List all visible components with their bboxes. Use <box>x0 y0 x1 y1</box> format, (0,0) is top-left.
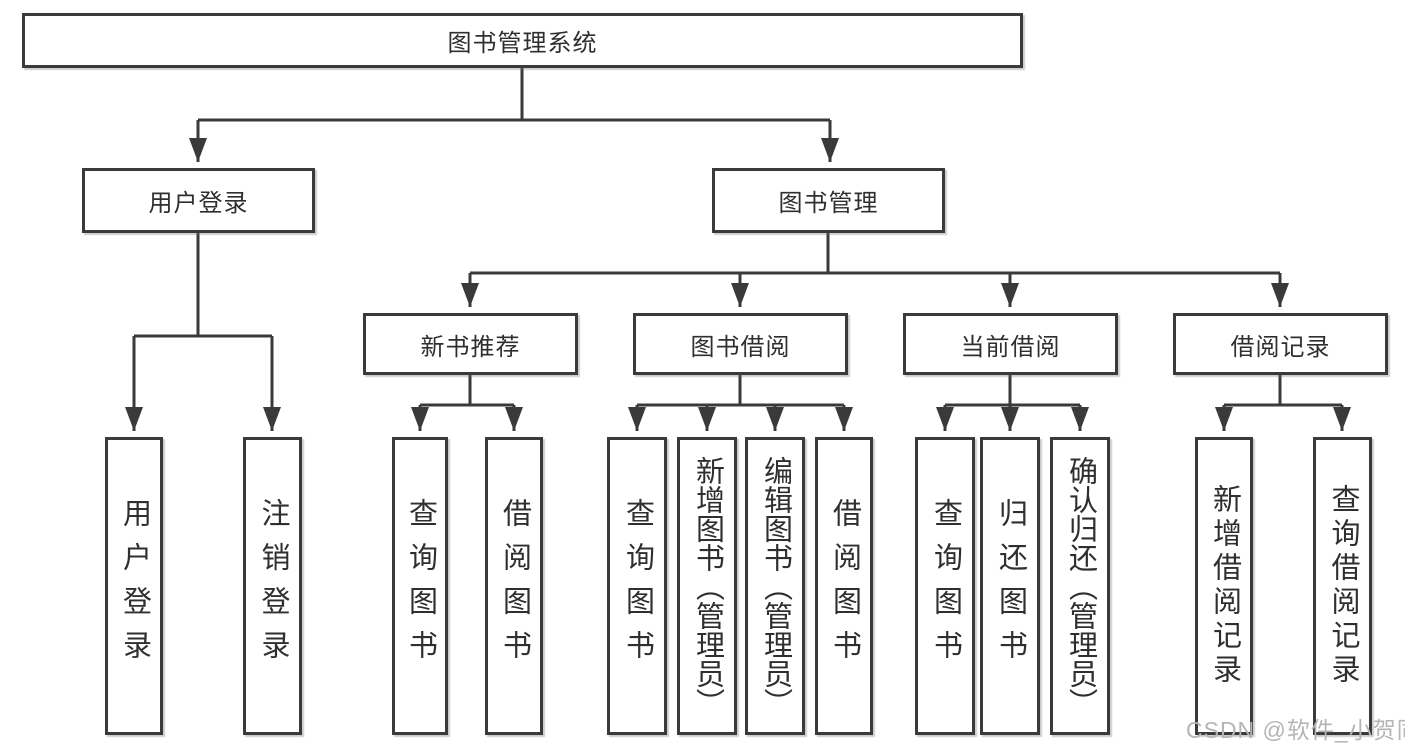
node-label: 借阅图书 <box>828 498 861 674</box>
node-library-system: 图书管理系统 <box>22 13 1023 68</box>
node-label: 新增借阅记录 <box>1208 484 1241 688</box>
node-book-borrow: 图书借阅 <box>633 313 848 375</box>
node-leaf-query-book-1: 查询图书 <box>392 437 448 735</box>
node-label: 新增图书（管理员） <box>691 455 724 717</box>
node-book-management: 图书管理 <box>712 168 945 233</box>
node-label: 注销登录 <box>257 498 289 674</box>
node-label: 用户登录 <box>118 498 151 674</box>
node-label: 查询图书 <box>929 498 962 674</box>
node-leaf-user-login: 用户登录 <box>105 437 163 735</box>
node-leaf-edit-book-admin: 编辑图书（管理员） <box>745 437 805 735</box>
node-label: 编辑图书（管理员） <box>759 455 792 717</box>
node-leaf-query-borrow-record: 查询借阅记录 <box>1313 437 1372 735</box>
node-user-login: 用户登录 <box>82 168 315 233</box>
node-borrow-records: 借阅记录 <box>1173 313 1388 375</box>
node-leaf-add-borrow-record: 新增借阅记录 <box>1195 437 1253 735</box>
node-current-borrow: 当前借阅 <box>903 313 1118 375</box>
node-new-book-recommend: 新书推荐 <box>363 313 578 375</box>
node-leaf-return-book: 归还图书 <box>980 437 1040 735</box>
node-label: 归还图书 <box>994 498 1027 674</box>
node-label: 查询图书 <box>621 498 654 674</box>
node-leaf-logout: 注销登录 <box>243 437 302 735</box>
node-leaf-borrow-book-2: 借阅图书 <box>815 437 873 735</box>
node-label: 查询图书 <box>404 498 437 674</box>
node-leaf-add-book-admin: 新增图书（管理员） <box>677 437 737 735</box>
node-label: 确认归还（管理员） <box>1064 455 1097 717</box>
node-leaf-borrow-book-1: 借阅图书 <box>485 437 543 735</box>
node-label: 借阅图书 <box>498 498 531 674</box>
node-leaf-query-book-3: 查询图书 <box>915 437 975 735</box>
node-leaf-query-book-2: 查询图书 <box>607 437 667 735</box>
csdn-watermark: CSDN @软件_小贺同学 <box>1186 717 1405 743</box>
node-label: 查询借阅记录 <box>1327 484 1359 688</box>
node-leaf-confirm-return-admin: 确认归还（管理员） <box>1050 437 1110 735</box>
